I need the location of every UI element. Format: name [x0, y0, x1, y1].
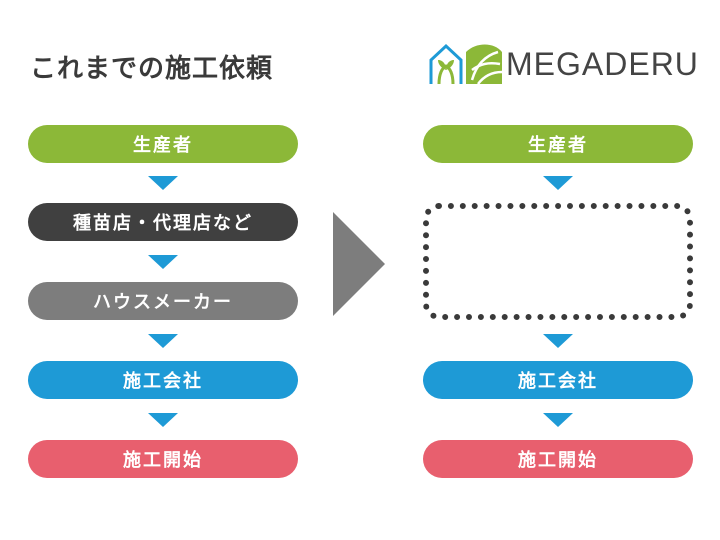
right-step-construction-company: 施工会社 — [423, 361, 693, 399]
left-step-producer: 生産者 — [28, 125, 298, 163]
left-step-construction-company: 施工会社 — [28, 361, 298, 399]
left-step-seed-shop-agency: 種苗店・代理店など — [28, 203, 298, 241]
down-arrow-icon — [543, 176, 573, 190]
down-arrow-icon — [148, 413, 178, 427]
down-arrow-icon — [543, 413, 573, 427]
megaderu-logo: MEGADERU — [428, 40, 698, 90]
left-step-house-maker: ハウスメーカー — [28, 282, 298, 320]
removed-intermediaries-box — [423, 203, 693, 320]
right-arrow-icon — [333, 212, 385, 316]
down-arrow-icon — [148, 334, 178, 348]
logo-wordmark: MEGADERU — [506, 46, 699, 82]
page-title: これまでの施工依頼 — [30, 54, 274, 84]
down-arrow-icon — [148, 255, 178, 269]
down-arrow-icon — [543, 334, 573, 348]
right-step-construction-start: 施工開始 — [423, 440, 693, 478]
left-step-construction-start: 施工開始 — [28, 440, 298, 478]
down-arrow-icon — [148, 176, 178, 190]
greenhouse-logo-icon — [429, 43, 503, 85]
right-step-producer: 生産者 — [423, 125, 693, 163]
